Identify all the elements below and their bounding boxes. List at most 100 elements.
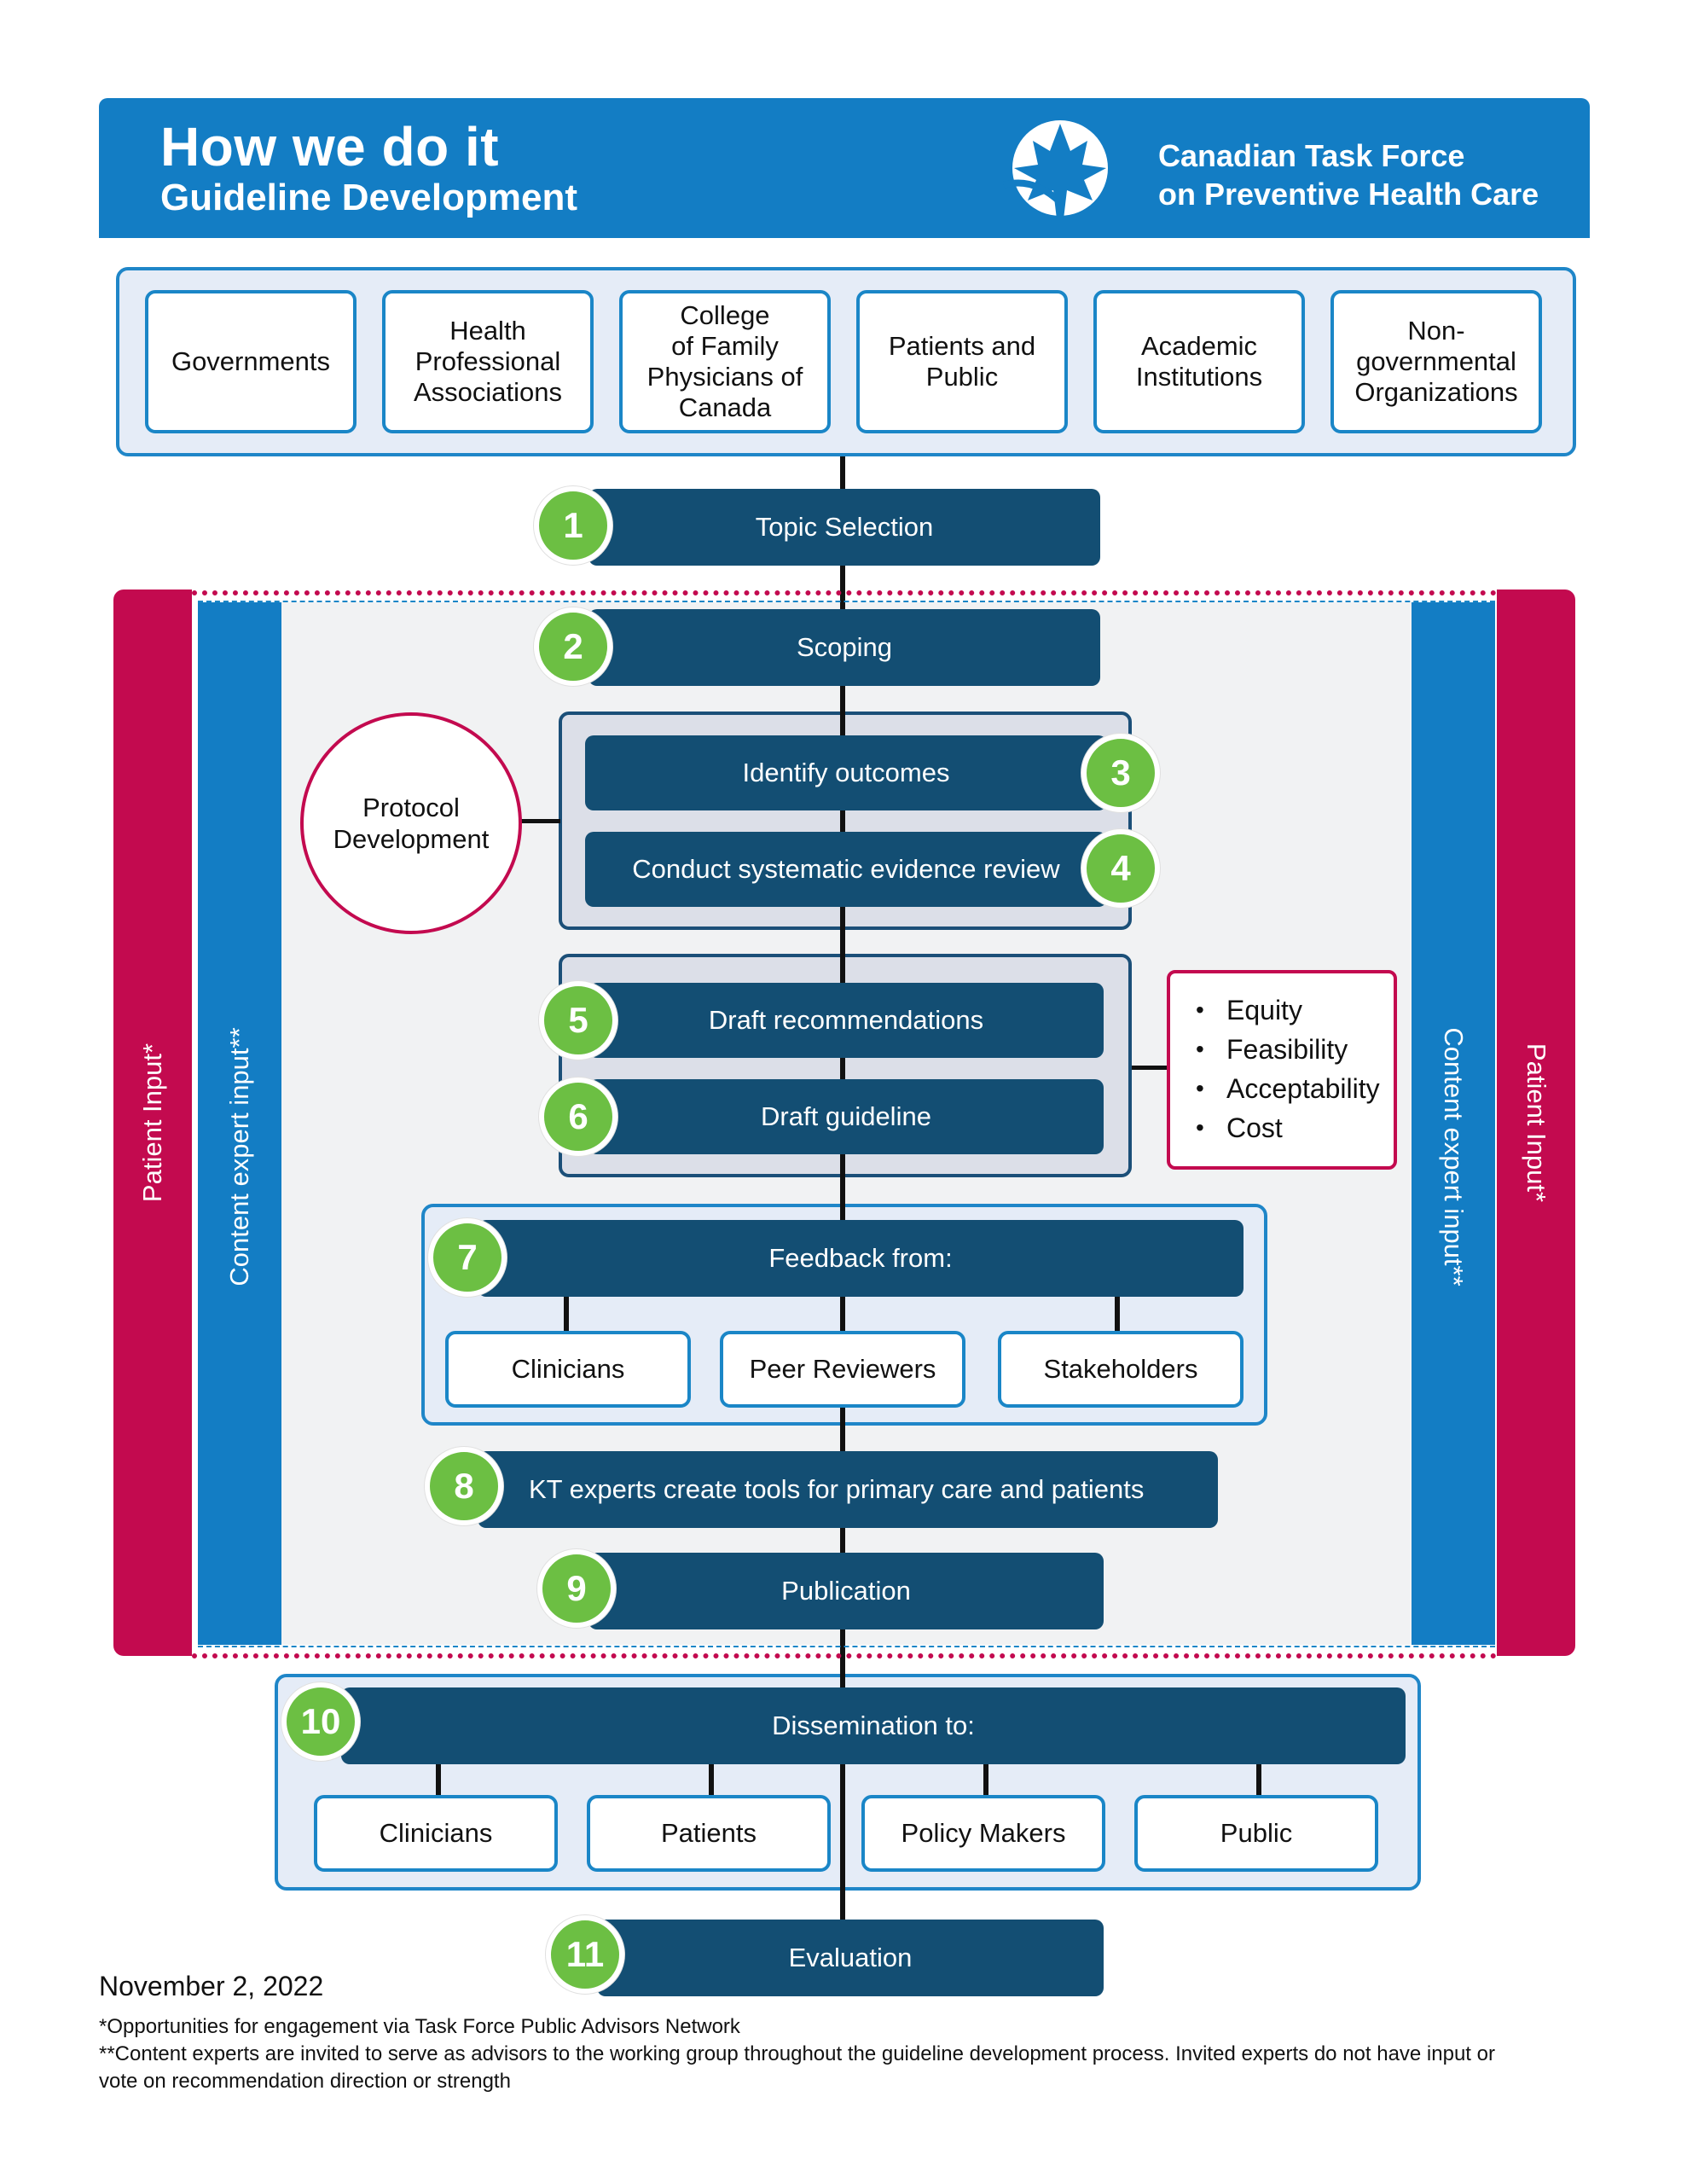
- step-bar-identify-outcomes: Identify outcomes: [585, 735, 1107, 810]
- step-badge: 1: [534, 486, 612, 565]
- flow-connector: [840, 1674, 845, 1891]
- stakeholder-line: Governments: [171, 346, 331, 376]
- stakeholder-line: Institutions: [1135, 362, 1263, 392]
- dissemination-label: Patients: [660, 1818, 757, 1848]
- stakeholder-line: Canada: [678, 392, 772, 422]
- step-bar-draft-recommendations: Draft recommendations: [588, 983, 1104, 1058]
- dissemination-policy-makers-box: Policy Makers: [861, 1795, 1105, 1872]
- stakeholder-line: of Family: [671, 331, 779, 361]
- step-bar-dissemination: Dissemination to:: [341, 1687, 1406, 1764]
- content-expert-label: Content expert input**: [1439, 1027, 1469, 1287]
- stakeholder-line: Physicians of: [646, 362, 803, 392]
- step-bar-publication: Publication: [588, 1553, 1104, 1629]
- step-bar-evidence-review: Conduct systematic evidence review: [585, 832, 1107, 907]
- content-expert-band-left: Content expert input**: [198, 602, 281, 1645]
- stakeholder-line: governmental: [1356, 346, 1516, 376]
- step-label: Dissemination to:: [772, 1711, 975, 1740]
- step-badge: 6: [539, 1077, 617, 1156]
- flow-connector: [840, 954, 845, 1177]
- dissemination-label: Clinicians: [379, 1818, 493, 1848]
- step-bar-topic-selection: Topic Selection: [588, 489, 1100, 566]
- dissemination-connector: [709, 1757, 714, 1798]
- step-badge: 4: [1081, 829, 1160, 908]
- dissemination-label: Policy Makers: [901, 1818, 1066, 1848]
- feedback-label: Peer Reviewers: [749, 1354, 936, 1384]
- page-title: How we do it: [160, 116, 500, 177]
- footnote-patient-input: *Opportunities for engagement via Task F…: [99, 2015, 740, 2038]
- step-label: Draft guideline: [761, 1101, 931, 1131]
- stakeholder-line: Associations: [413, 377, 563, 407]
- criteria-item: Acceptability: [1196, 1069, 1394, 1108]
- feedback-peer-reviewers-box: Peer Reviewers: [720, 1331, 965, 1408]
- criteria-item: Feasibility: [1196, 1030, 1394, 1069]
- protocol-line: Development: [333, 824, 490, 854]
- protocol-line: Protocol: [362, 793, 460, 822]
- criteria-item: Equity: [1196, 990, 1394, 1030]
- feedback-connector: [564, 1280, 569, 1333]
- step-bar-feedback: Feedback from:: [478, 1220, 1244, 1297]
- stakeholder-line: Health: [449, 316, 526, 346]
- stakeholder-line: Professional: [415, 346, 561, 376]
- publication-date: November 2, 2022: [99, 1971, 324, 2001]
- dissemination-connector: [436, 1757, 441, 1798]
- stakeholder-line: Organizations: [1354, 377, 1518, 407]
- stakeholder-line: Academic: [1140, 331, 1258, 361]
- content-expert-label: Content expert input**: [224, 1027, 254, 1287]
- org-name-line-2: on Preventive Health Care: [1158, 177, 1539, 212]
- maple-leaf-logo-icon: [1002, 120, 1108, 219]
- patient-input-band-right: Patient Input*: [1497, 590, 1575, 1656]
- step-label: Conduct systematic evidence review: [632, 854, 1060, 884]
- step-label: KT experts create tools for primary care…: [529, 1474, 1145, 1504]
- step-badge: 3: [1081, 734, 1160, 812]
- organization-name: Canadian Task Force on Preventive Health…: [1158, 136, 1539, 213]
- stakeholder-box: Governments: [145, 290, 357, 433]
- flow-connector: [840, 712, 845, 930]
- org-name-line-1: Canadian Task Force: [1158, 138, 1465, 173]
- step-bar-evaluation: Evaluation: [597, 1920, 1104, 1996]
- step-label: Draft recommendations: [708, 1005, 984, 1035]
- patient-input-label: Patient Input*: [137, 1043, 167, 1203]
- criteria-item: Cost: [1196, 1108, 1394, 1147]
- step-label: Evaluation: [788, 1943, 913, 1972]
- feedback-connector: [1115, 1280, 1120, 1333]
- stakeholder-line: College: [680, 300, 770, 330]
- stakeholder-line: Public: [925, 362, 999, 392]
- dashed-border: [198, 1646, 1495, 1647]
- feedback-clinicians-box: Clinicians: [445, 1331, 691, 1408]
- page-subtitle: Guideline Development: [160, 177, 577, 218]
- step-badge: 9: [537, 1549, 616, 1628]
- step-bar-kt-experts: KT experts create tools for primary care…: [478, 1451, 1218, 1528]
- protocol-connector: [520, 819, 560, 823]
- patient-input-label: Patient Input*: [1522, 1043, 1551, 1203]
- dotted-border: [192, 590, 1497, 595]
- patient-input-band-left: Patient Input*: [113, 590, 192, 1656]
- step-bar-scoping: Scoping: [588, 609, 1100, 686]
- step-badge: 11: [546, 1915, 624, 1994]
- stakeholder-line: Non-: [1407, 316, 1465, 346]
- feedback-label: Stakeholders: [1043, 1354, 1198, 1384]
- step-bar-draft-guideline: Draft guideline: [588, 1079, 1104, 1154]
- step-badge: 10: [281, 1682, 360, 1761]
- dissemination-patients-box: Patients: [587, 1795, 831, 1872]
- step-label: Publication: [781, 1576, 911, 1606]
- dissemination-label: Public: [1220, 1818, 1293, 1848]
- step-badge: 2: [534, 607, 612, 686]
- step-label: Identify outcomes: [742, 758, 950, 787]
- step-badge: 8: [425, 1447, 503, 1525]
- dissemination-connector: [983, 1757, 988, 1798]
- feedback-label: Clinicians: [511, 1354, 625, 1384]
- header-banner: How we do it Guideline Development Canad…: [99, 98, 1590, 238]
- flow-connector: [840, 1204, 845, 1426]
- criteria-box: Equity Feasibility Acceptability Cost: [1167, 970, 1397, 1170]
- step-label: Topic Selection: [755, 512, 934, 542]
- step-badge: 7: [428, 1218, 507, 1297]
- feedback-stakeholders-box: Stakeholders: [998, 1331, 1244, 1408]
- dissemination-clinicians-box: Clinicians: [314, 1795, 558, 1872]
- step-label: Scoping: [796, 632, 893, 662]
- footnote-content-experts-cont: vote on recommendation direction or stre…: [99, 2070, 511, 2093]
- dissemination-public-box: Public: [1134, 1795, 1378, 1872]
- step-label: Feedback from:: [768, 1243, 953, 1273]
